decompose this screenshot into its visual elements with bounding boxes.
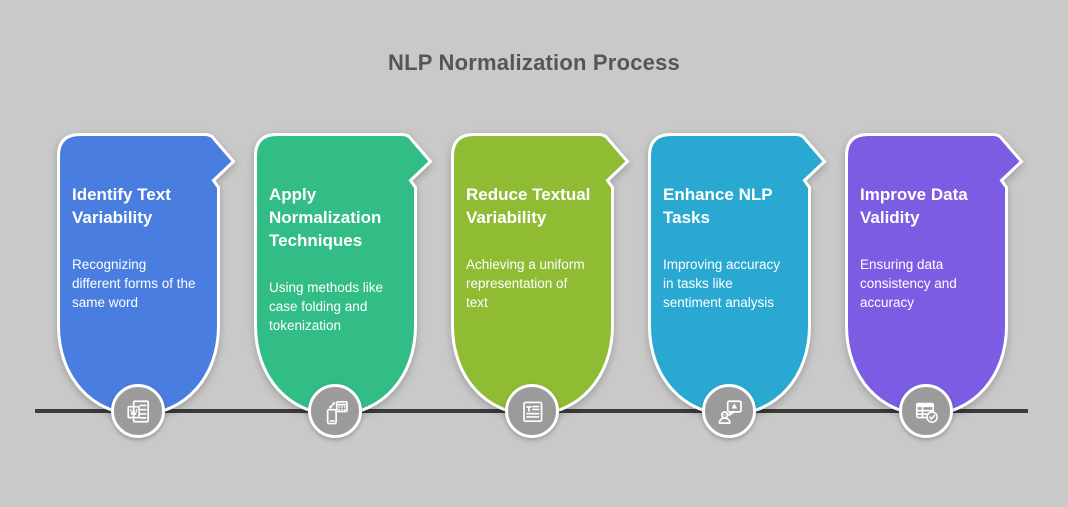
step-description: Recognizing different forms of the same … xyxy=(72,257,196,310)
step-card-enhance-nlp-tasks: Enhance NLP Tasks Improving accuracy in … xyxy=(648,133,829,417)
page-title: NLP Normalization Process xyxy=(388,50,680,75)
step-icon-circle xyxy=(899,384,953,438)
step-description: Achieving a uniform representation of te… xyxy=(466,257,585,310)
step-icon-circle xyxy=(702,384,756,438)
step-title: Improve Data Validity xyxy=(860,185,968,227)
step-title: Identify Text Variability xyxy=(72,185,171,227)
step-description: Improving accuracy in tasks like sentime… xyxy=(663,257,781,310)
step-card-identify-text-variability: Identify Text Variability Recognizing di… xyxy=(57,133,238,417)
text-document-icon xyxy=(522,401,542,422)
step-icon-circle: W xyxy=(111,384,165,438)
person-chat-icon xyxy=(718,399,742,424)
step-card-reduce-textual-variability: Reduce Textual Variability Achieving a u… xyxy=(451,133,632,417)
phone-calculator-sync-icon xyxy=(326,400,348,424)
step-card-apply-normalization-techniques: Apply Normalization Techniques Using met… xyxy=(254,133,435,417)
step-title: Apply Normalization Techniques xyxy=(269,185,382,250)
step-icon-circle xyxy=(308,384,362,438)
step-description: Ensuring data consistency and accuracy xyxy=(860,257,957,310)
table-check-icon xyxy=(915,402,938,423)
step-icon-circle xyxy=(505,384,559,438)
step-description: Using methods like case folding and toke… xyxy=(269,280,384,333)
step-title: Reduce Textual Variability xyxy=(466,185,591,227)
step-title: Enhance NLP Tasks xyxy=(663,185,773,227)
step-card-improve-data-validity: Improve Data Validity Ensuring data cons… xyxy=(845,133,1026,417)
word-document-icon: W xyxy=(126,399,149,423)
svg-text:W: W xyxy=(129,408,137,417)
